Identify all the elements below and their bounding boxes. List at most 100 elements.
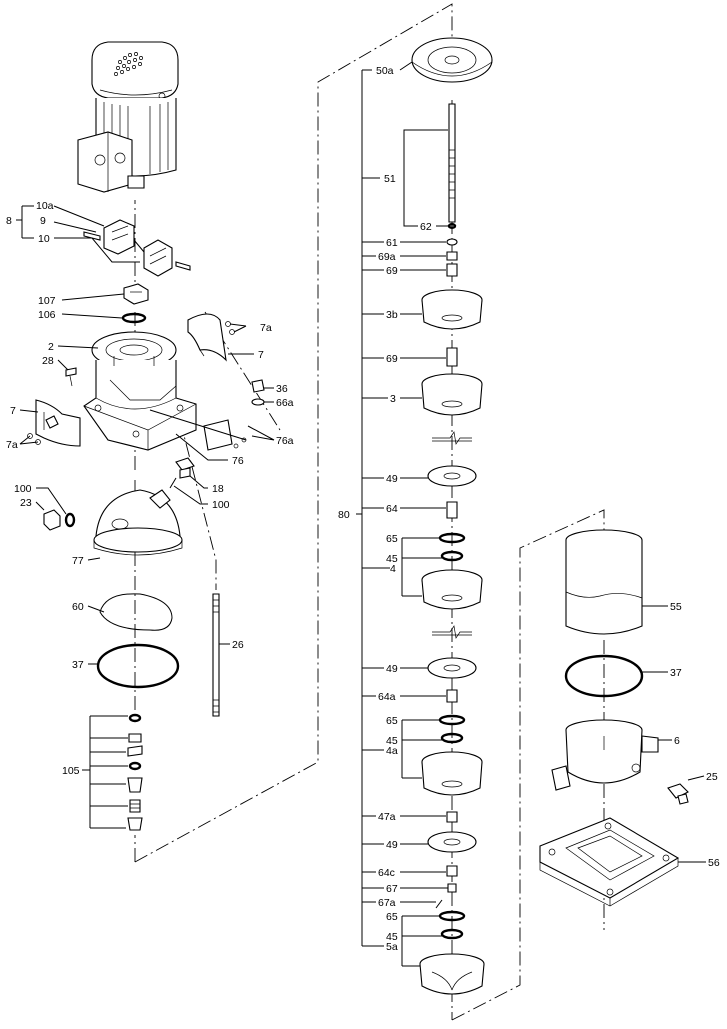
base-plate-56 xyxy=(539,817,680,907)
label-7-top: 7 xyxy=(258,349,264,361)
spacer-69 xyxy=(446,347,458,367)
fittings-36-66a xyxy=(251,379,265,406)
coupling-guard-right xyxy=(187,313,235,362)
label-26: 26 xyxy=(232,639,244,651)
label-7-left: 7 xyxy=(10,405,16,417)
label-66a: 66a xyxy=(276,397,294,409)
label-7a-top: 7a xyxy=(260,322,272,334)
label-107: 107 xyxy=(38,295,56,307)
bearing-47a xyxy=(446,811,458,823)
base-6 xyxy=(551,719,659,791)
nameplate-76 xyxy=(203,419,247,451)
label-69a: 69a xyxy=(378,251,396,263)
label-2: 2 xyxy=(48,341,54,353)
coupling-flange-50a xyxy=(411,37,493,83)
sleeve-64c-67 xyxy=(435,865,458,909)
label-6: 6 xyxy=(674,735,680,747)
leader-lines xyxy=(16,61,706,967)
label-50a: 50a xyxy=(376,65,394,77)
chamber-3b xyxy=(421,289,483,330)
label-64a: 64a xyxy=(378,691,396,703)
break-mark-2 xyxy=(432,625,472,639)
label-100-left: 100 xyxy=(14,483,32,495)
assembly-guide-lines xyxy=(134,3,605,1021)
oring-37-right xyxy=(564,654,644,698)
label-45-c: 45 xyxy=(386,931,398,943)
label-45-b: 45 xyxy=(386,735,398,747)
part-labels: 8 10a 9 10 107 106 2 28 7a 7 36 66a 7 7a… xyxy=(6,65,720,953)
label-37-right: 37 xyxy=(670,667,682,679)
label-18: 18 xyxy=(212,483,224,495)
label-56: 56 xyxy=(708,857,720,869)
label-49-b: 49 xyxy=(386,663,398,675)
motor-part xyxy=(77,41,179,193)
label-28: 28 xyxy=(42,355,54,367)
impeller-49-b xyxy=(427,657,477,679)
label-45-a: 45 xyxy=(386,553,398,565)
label-5a: 5a xyxy=(386,941,398,953)
pump-head-part xyxy=(83,331,197,451)
coupling-guard-left xyxy=(27,399,81,447)
label-69-mid: 69 xyxy=(386,353,398,365)
label-7a-left: 7a xyxy=(6,439,18,451)
nut-and-oring xyxy=(121,283,149,324)
impeller-49-c xyxy=(427,831,477,853)
motor-vent-holes xyxy=(114,52,143,76)
label-9: 9 xyxy=(40,215,46,227)
tie-rod-26 xyxy=(212,593,220,717)
chamber-3 xyxy=(421,373,483,416)
coupling-parts xyxy=(83,219,191,277)
chamber-4a xyxy=(421,751,483,796)
impeller-49-a xyxy=(427,465,477,487)
label-76a: 76a xyxy=(276,435,294,447)
valve-18 xyxy=(169,457,195,489)
label-62: 62 xyxy=(420,221,432,233)
sleeve-top-77 xyxy=(93,489,183,556)
label-65-c: 65 xyxy=(386,911,398,923)
sleeve-64 xyxy=(446,501,458,519)
label-23: 23 xyxy=(20,497,32,509)
label-49-a: 49 xyxy=(386,473,398,485)
shaft-51 xyxy=(448,103,456,223)
seal-stack-105 xyxy=(127,713,143,831)
label-25: 25 xyxy=(706,771,718,783)
clip-60 xyxy=(99,593,173,631)
plug-23 xyxy=(43,509,76,531)
label-3b: 3b xyxy=(386,309,398,321)
label-8: 8 xyxy=(6,215,12,227)
label-55: 55 xyxy=(670,601,682,613)
label-65-a: 65 xyxy=(386,533,398,545)
label-36: 36 xyxy=(276,383,288,395)
label-4a: 4a xyxy=(386,745,398,757)
oring-37-left xyxy=(96,643,180,689)
break-mark-1 xyxy=(432,431,472,445)
shaft-small-parts xyxy=(446,222,458,277)
chamber-4 xyxy=(421,569,483,610)
label-77: 77 xyxy=(72,555,84,567)
label-64c: 64c xyxy=(378,867,395,879)
label-49-c: 49 xyxy=(386,839,398,851)
label-64: 64 xyxy=(386,503,398,515)
label-4: 4 xyxy=(390,563,396,575)
label-47a: 47a xyxy=(378,811,396,823)
label-10: 10 xyxy=(38,233,50,245)
chamber-5a xyxy=(419,953,485,995)
label-61: 61 xyxy=(386,237,398,249)
label-100-right: 100 xyxy=(212,499,230,511)
label-10a: 10a xyxy=(36,200,54,212)
label-51: 51 xyxy=(384,173,396,185)
label-106: 106 xyxy=(38,309,56,321)
label-3: 3 xyxy=(390,393,396,405)
label-76: 76 xyxy=(232,455,244,467)
label-67a: 67a xyxy=(378,897,396,909)
label-37-left: 37 xyxy=(72,659,84,671)
label-60: 60 xyxy=(72,601,84,613)
label-65-b: 65 xyxy=(386,715,398,727)
label-105: 105 xyxy=(62,765,80,777)
drain-plug-25 xyxy=(667,783,689,805)
label-80: 80 xyxy=(338,509,350,521)
label-67: 67 xyxy=(386,883,398,895)
label-69-top: 69 xyxy=(386,265,398,277)
sleeve-64a xyxy=(446,689,458,703)
